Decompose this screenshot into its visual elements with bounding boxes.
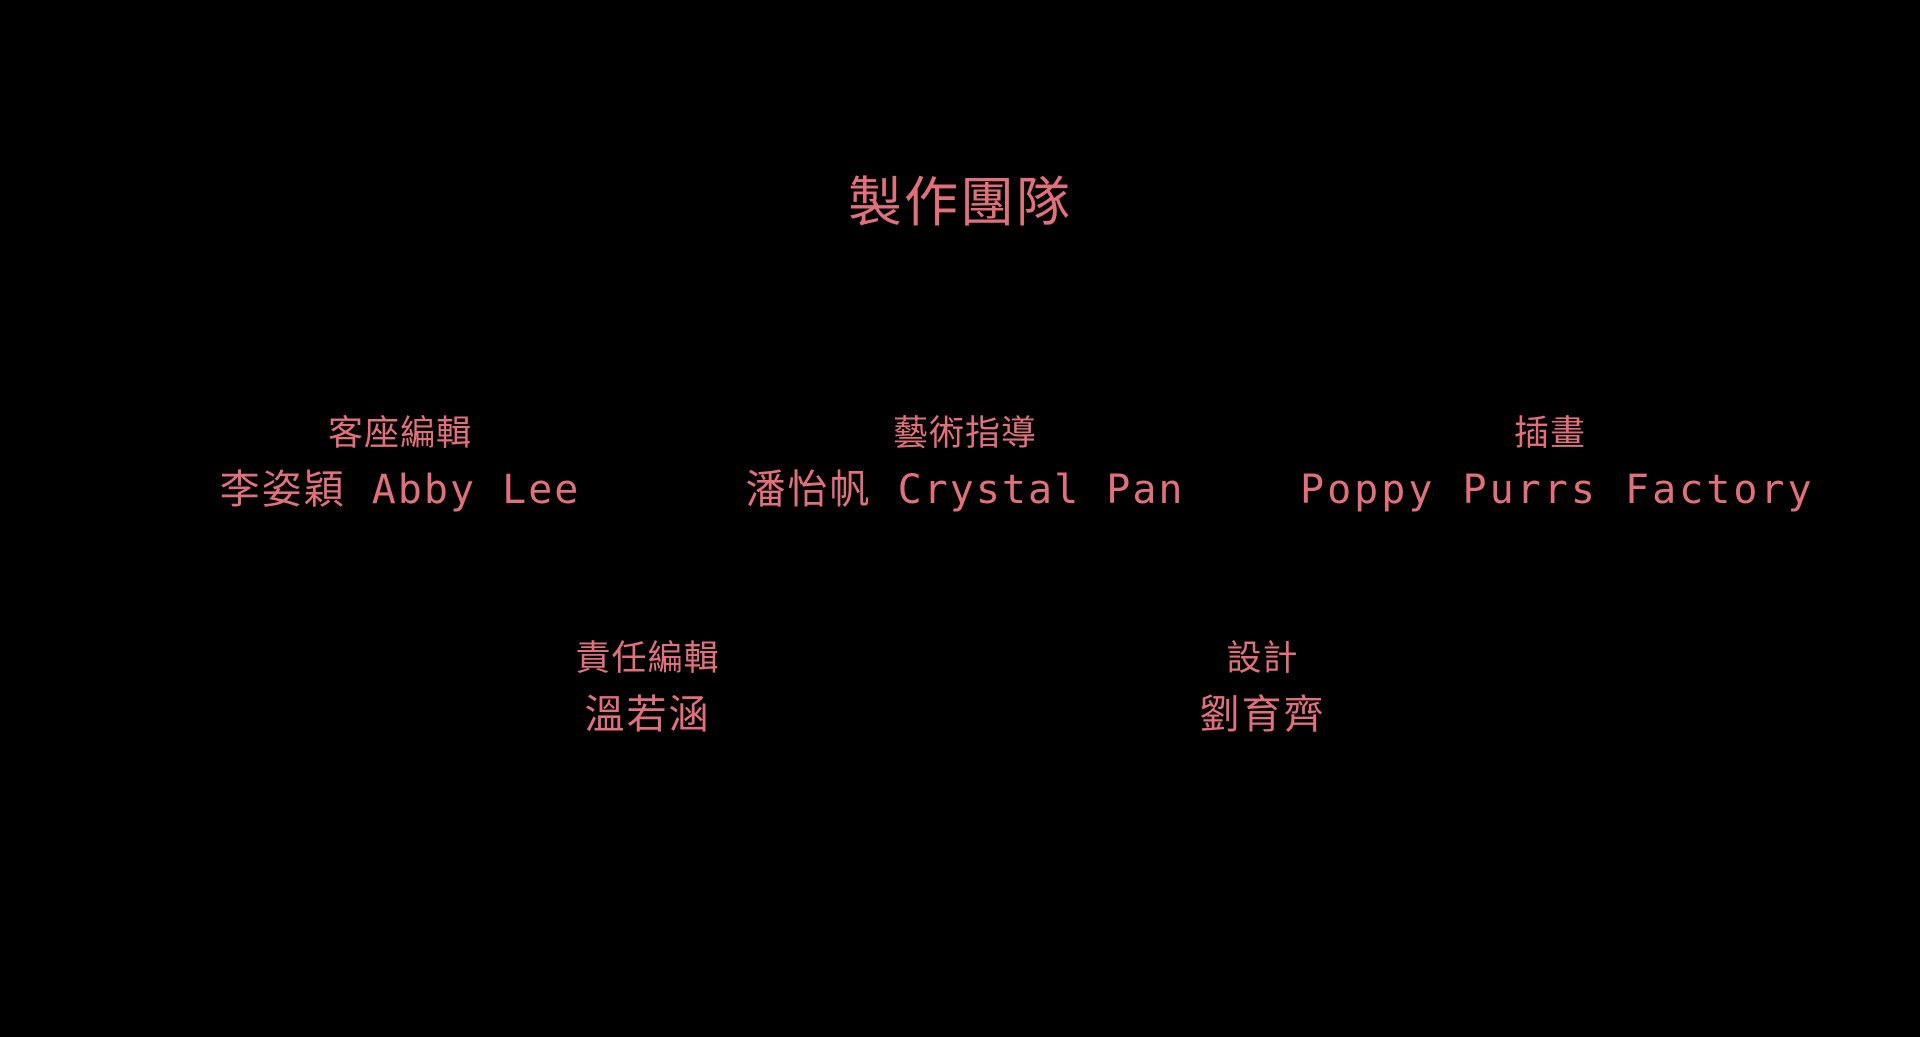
credit-illustration: 插畫 Poppy Purrs Factory (1300, 414, 1815, 513)
credit-guest-editor: 客座編輯 李姿穎 Abby Lee (200, 414, 600, 513)
credit-role: 設計 (1226, 639, 1299, 679)
credit-design: 設計 劉育齊 (1115, 639, 1410, 738)
credit-name: 溫若涵 (584, 692, 711, 738)
credit-name: 劉育齊 (1199, 692, 1326, 738)
credit-role: 藝術指導 (892, 414, 1037, 454)
credit-role: 插畫 (1513, 414, 1586, 454)
credit-name: 潘怡帆 Crystal Pan (745, 467, 1185, 513)
credit-art-director: 藝術指導 潘怡帆 Crystal Pan (740, 414, 1190, 513)
credit-name: Poppy Purrs Factory (1300, 467, 1815, 513)
credit-role: 責任編輯 (575, 639, 720, 679)
credit-role: 客座編輯 (327, 414, 472, 454)
credit-managing-editor: 責任編輯 溫若涵 (500, 639, 795, 738)
page-title: 製作團隊 (848, 171, 1072, 234)
credit-name: 李姿穎 Abby Lee (219, 467, 581, 513)
